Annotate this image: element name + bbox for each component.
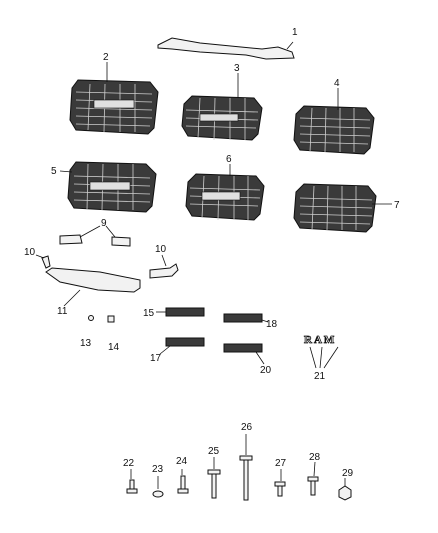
svg-text:RAM: RAM	[304, 334, 336, 346]
screw-part-27	[274, 469, 286, 497]
clip-part-13	[88, 315, 94, 321]
callout-27: 27	[275, 458, 287, 469]
callout-13: 13	[80, 338, 92, 349]
grille-part-6	[185, 164, 265, 221]
callout-7: 7	[394, 200, 400, 211]
ram-emblem-part-21: RAM	[304, 334, 339, 369]
callout-14: 14	[108, 342, 120, 353]
badge-part-20	[223, 343, 265, 365]
bolt-part-25	[207, 457, 221, 499]
callout-10-right: 10	[155, 244, 167, 255]
bracket-part-10-left	[35, 254, 51, 269]
bracket-part-10-right	[149, 254, 179, 279]
screw-part-24	[177, 469, 189, 494]
callout-21: 21	[314, 371, 326, 382]
callout-9: 9	[101, 218, 107, 229]
callout-28: 28	[309, 452, 321, 463]
nut-part-23	[152, 476, 164, 498]
grille-part-4	[293, 88, 375, 155]
callout-22: 22	[123, 458, 135, 469]
callout-2: 2	[103, 52, 109, 63]
badge-part-17	[159, 337, 205, 355]
callout-11: 11	[57, 306, 68, 317]
bolt-part-26	[239, 434, 253, 501]
screw-part-22	[126, 469, 138, 494]
callout-3: 3	[234, 63, 240, 74]
callout-18: 18	[266, 319, 278, 330]
callout-4: 4	[334, 78, 340, 89]
trim-part-9	[59, 225, 131, 247]
callout-24: 24	[176, 456, 188, 467]
screw-part-28	[307, 461, 319, 496]
callout-20: 20	[260, 365, 272, 376]
clip-part-14	[107, 315, 115, 323]
grille-part-7	[293, 183, 392, 233]
badge-part-15	[156, 307, 205, 317]
grille-part-2	[69, 62, 159, 135]
callout-1: 1	[292, 27, 298, 38]
callout-25: 25	[208, 446, 220, 457]
callout-15: 15	[143, 308, 155, 319]
callout-10-left: 10	[24, 247, 36, 258]
callout-6: 6	[226, 154, 232, 165]
callout-26: 26	[241, 422, 253, 433]
grille-part-3	[181, 73, 263, 141]
badge-part-18	[223, 313, 269, 323]
grille-part-5	[59, 161, 157, 213]
callout-5: 5	[51, 166, 57, 177]
callout-29: 29	[342, 468, 354, 479]
lower-bracket-part	[45, 267, 141, 307]
callout-labels: 1 2 3 4 5 6 7 9 10 10 11 13 14 15 17 18 …	[24, 27, 400, 479]
callout-17: 17	[150, 353, 162, 364]
upper-bracket-part	[157, 37, 295, 60]
callout-23: 23	[152, 464, 164, 475]
nut-part-29	[338, 478, 352, 501]
